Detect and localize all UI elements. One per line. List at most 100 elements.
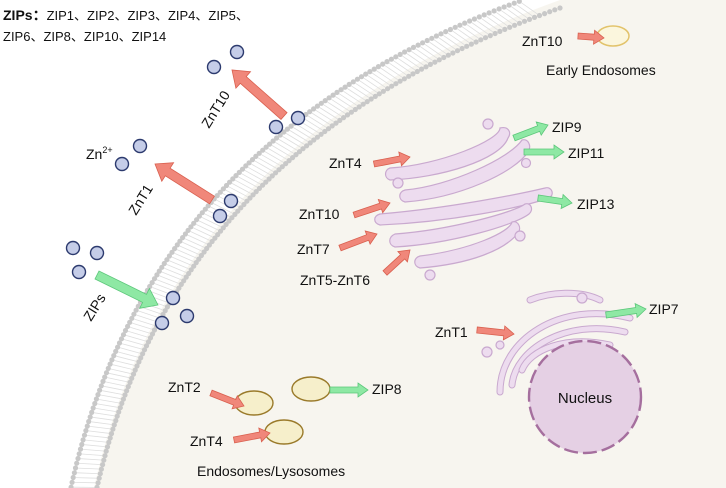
golgi-znt7-label: ZnT7 bbox=[297, 241, 330, 257]
membrane-outer-bead bbox=[70, 474, 76, 481]
membrane-lipid-tail bbox=[261, 154, 281, 166]
membrane-outer-bead bbox=[191, 220, 197, 226]
membrane-inner-bead bbox=[542, 11, 548, 17]
membrane-lipid-tail bbox=[129, 326, 151, 334]
golgi-arrows bbox=[338, 121, 573, 276]
membrane-outer-bead bbox=[243, 163, 249, 169]
zinc-ion-icon bbox=[114, 156, 130, 172]
membrane-inner-bead bbox=[304, 143, 310, 149]
membrane-inner-bead bbox=[253, 189, 259, 195]
efflux-arrow-icon bbox=[338, 230, 378, 252]
membrane-lipid-tail bbox=[323, 104, 342, 117]
membrane-lipid-tail bbox=[471, 22, 489, 35]
membrane-inner-bead bbox=[206, 242, 212, 248]
membrane-inner-bead bbox=[141, 347, 148, 353]
membrane-lipid-tail bbox=[138, 310, 159, 318]
membrane-lipid-tail bbox=[300, 121, 320, 134]
membrane-inner-bead bbox=[244, 198, 250, 204]
membrane-outer-bead bbox=[322, 98, 328, 104]
membrane-inner-bead bbox=[368, 96, 374, 102]
membrane-inner-bead bbox=[487, 33, 493, 39]
membrane-inner-bead bbox=[497, 28, 503, 34]
membrane-lipid-tail bbox=[241, 173, 261, 185]
membrane-lipid-tail bbox=[278, 139, 298, 151]
membrane-lipid-tail bbox=[179, 245, 200, 255]
membrane-inner-bead bbox=[125, 384, 131, 390]
membrane-lipid-tail bbox=[140, 306, 161, 315]
membrane-outer-bead bbox=[311, 106, 317, 112]
endosome-zip8-label: ZIP8 bbox=[372, 381, 402, 397]
membrane-inner-bead bbox=[273, 170, 279, 176]
efflux-arrow-icon bbox=[577, 29, 605, 45]
membrane-inner-bead bbox=[140, 351, 146, 357]
endosome-znt4-label: ZnT4 bbox=[190, 433, 223, 449]
membrane-outer-bead bbox=[346, 81, 352, 87]
membrane-outer-bead bbox=[318, 100, 324, 106]
membrane-lipid-tail bbox=[105, 381, 126, 387]
membrane-outer-bead bbox=[429, 35, 435, 41]
membrane-inner-bead bbox=[389, 83, 395, 89]
membrane-lipid-tail bbox=[184, 238, 205, 248]
zinc-ion-icon bbox=[179, 308, 195, 324]
membrane-outer-bead bbox=[185, 227, 191, 233]
membrane-lipid-tail bbox=[103, 385, 125, 391]
membrane-lipid-tail bbox=[452, 30, 470, 44]
membrane-outer-bead bbox=[274, 135, 280, 141]
membrane-outer-bead bbox=[87, 414, 93, 420]
membrane-inner-bead bbox=[521, 18, 528, 24]
membrane-outer-bead bbox=[288, 123, 294, 129]
legend-separator: ： bbox=[33, 7, 47, 23]
membrane-inner-bead bbox=[212, 235, 218, 241]
membrane-outer-bead bbox=[149, 280, 155, 286]
membrane-inner-bead bbox=[114, 413, 120, 419]
membrane-outer-bead bbox=[230, 176, 236, 182]
membrane-outer-bead bbox=[462, 20, 468, 26]
membrane-lipid-tail bbox=[193, 227, 213, 238]
membrane-lipid-tail bbox=[100, 394, 121, 400]
er-znt1-label: ZnT1 bbox=[435, 324, 468, 340]
membrane-outer-bead bbox=[154, 272, 160, 278]
membrane-lipid-tail bbox=[114, 360, 135, 366]
membrane-outer-bead bbox=[214, 193, 220, 199]
membrane-outer-bead bbox=[72, 465, 79, 471]
membrane-lipid-tail bbox=[271, 145, 291, 157]
membrane-outer-bead bbox=[501, 4, 507, 10]
zinc-ion-charge: 2+ bbox=[102, 145, 112, 155]
membrane-lipid-tail bbox=[335, 96, 354, 109]
membrane-lipid-tail bbox=[198, 220, 219, 231]
membrane-outer-bead bbox=[433, 33, 439, 39]
membrane-inner-bead bbox=[145, 339, 152, 345]
membrane-inner-bead bbox=[263, 179, 269, 185]
membrane-lipid-tail bbox=[195, 224, 216, 234]
membrane-lipid-tail bbox=[264, 151, 284, 163]
membrane-outer-bead bbox=[375, 64, 381, 70]
membrane-lipid-tail bbox=[251, 163, 271, 175]
membrane-outer-bead bbox=[438, 31, 444, 37]
membrane-lipid-tail bbox=[80, 458, 102, 461]
zinc-ion-icon bbox=[165, 290, 181, 306]
membrane-outer-bead bbox=[326, 95, 332, 101]
membrane-inner-bead bbox=[108, 431, 115, 437]
membrane-outer-bead bbox=[172, 246, 178, 252]
efflux-arrow-icon bbox=[476, 325, 515, 341]
membrane-outer-bead bbox=[354, 76, 360, 82]
membrane-lipid-tail bbox=[225, 189, 245, 201]
membrane-outer-bead bbox=[84, 423, 90, 429]
membrane-inner-bead bbox=[181, 278, 187, 284]
membrane-inner-bead bbox=[329, 123, 335, 129]
membrane-lipid-tail bbox=[510, 6, 528, 19]
zinc-ion-icon bbox=[89, 245, 105, 261]
membrane-lipid-tail bbox=[190, 231, 210, 241]
membrane-outer-bead bbox=[246, 160, 252, 166]
membrane-inner-bead bbox=[348, 109, 354, 115]
membrane-lipid-tail bbox=[156, 279, 177, 288]
membrane-outer-bead bbox=[236, 169, 242, 175]
membrane-outer-bead bbox=[397, 51, 403, 58]
membrane-inner-bead bbox=[531, 14, 538, 20]
membrane-inner-bead bbox=[459, 45, 465, 52]
membrane-lipid-tail bbox=[231, 183, 251, 194]
membrane-inner-bead bbox=[410, 71, 416, 77]
membrane-lipid-tail bbox=[116, 355, 137, 362]
membrane-lipid-tail bbox=[228, 186, 248, 198]
